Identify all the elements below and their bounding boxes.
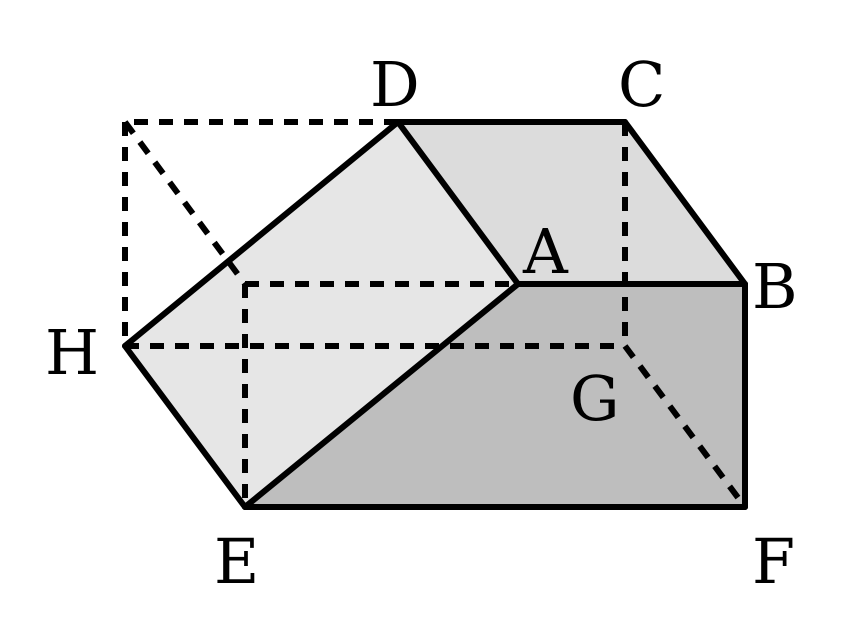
edge-d-a <box>395 119 521 287</box>
face-top-dcba <box>398 122 745 284</box>
hidden-edge-corner-inner <box>122 120 248 286</box>
face-front-aefb <box>245 284 745 507</box>
hidden-edges <box>122 119 748 509</box>
label-f: F <box>752 525 795 598</box>
edge-d-h <box>122 119 401 349</box>
label-d: D <box>370 48 420 121</box>
face-slanted-hdae <box>125 122 518 507</box>
edge-c-b <box>622 119 748 287</box>
label-b: B <box>752 250 798 323</box>
label-g: G <box>570 362 620 435</box>
visible-edges <box>122 119 748 510</box>
edge-h-e <box>122 343 248 510</box>
label-e: E <box>214 525 259 598</box>
hidden-edge-g-f <box>622 344 748 509</box>
label-c: C <box>618 48 665 121</box>
label-h: H <box>45 316 99 389</box>
label-a: A <box>522 215 569 288</box>
edge-a-e <box>242 281 521 510</box>
